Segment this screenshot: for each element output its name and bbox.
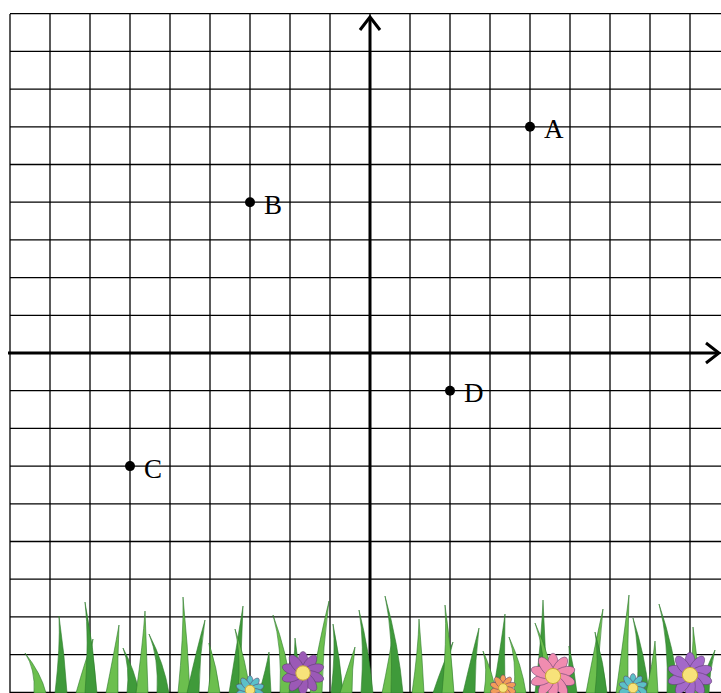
grid-line bbox=[10, 126, 721, 127]
flower bbox=[530, 653, 577, 693]
grid-line bbox=[10, 202, 721, 203]
point-label: A bbox=[543, 116, 565, 143]
flower-center bbox=[499, 684, 508, 693]
axis-arrow bbox=[360, 17, 380, 30]
flower-center bbox=[245, 685, 255, 693]
grid-line bbox=[10, 465, 721, 466]
grass-blade bbox=[331, 624, 343, 693]
grid-line bbox=[10, 616, 721, 617]
grass-blade bbox=[149, 634, 169, 693]
grass-blade bbox=[187, 620, 205, 693]
grass-blade bbox=[463, 628, 479, 693]
point-dot bbox=[245, 197, 255, 207]
flower-decoration bbox=[25, 595, 715, 693]
grid-line bbox=[10, 315, 721, 316]
grass-blade bbox=[178, 597, 190, 693]
grid-line bbox=[10, 13, 721, 14]
grass-blade bbox=[55, 616, 67, 693]
grass-blade bbox=[25, 653, 46, 693]
grid-line bbox=[10, 579, 721, 580]
grid-line bbox=[10, 428, 721, 429]
flower bbox=[667, 652, 714, 693]
grass-blade bbox=[106, 625, 119, 693]
point-label: C bbox=[143, 456, 163, 483]
grass-blade bbox=[359, 610, 373, 693]
grass-blade bbox=[442, 605, 454, 693]
grid-line bbox=[10, 51, 721, 52]
flower bbox=[235, 676, 264, 693]
grass-blade bbox=[85, 602, 97, 693]
grid-line bbox=[10, 503, 721, 504]
point-label: D bbox=[463, 380, 485, 407]
axes bbox=[8, 17, 719, 693]
grid-line bbox=[369, 14, 370, 693]
flower bbox=[281, 651, 325, 693]
flower bbox=[489, 675, 516, 693]
flower-center bbox=[545, 668, 560, 683]
x-axis bbox=[8, 352, 718, 355]
flower-center bbox=[296, 666, 310, 680]
grass-blade bbox=[412, 619, 424, 693]
axis-arrow bbox=[706, 343, 719, 363]
point-label: B bbox=[263, 192, 283, 219]
grass-blade bbox=[595, 632, 607, 693]
grass-blade bbox=[340, 647, 355, 693]
grid-line bbox=[10, 164, 721, 165]
grid-line bbox=[10, 541, 721, 542]
grid-line bbox=[10, 88, 721, 89]
point-dot bbox=[445, 386, 455, 396]
flower-center bbox=[628, 683, 638, 693]
grid-line bbox=[10, 239, 721, 240]
point-dot bbox=[525, 122, 535, 132]
grass-blade bbox=[385, 596, 403, 693]
grass-blade bbox=[136, 611, 148, 693]
grass-blade bbox=[208, 643, 220, 693]
flower-center bbox=[682, 667, 697, 682]
point-dot bbox=[125, 461, 135, 471]
y-axis bbox=[369, 18, 372, 693]
grass-blade bbox=[646, 641, 658, 693]
grid-line bbox=[10, 390, 721, 391]
grass-blade bbox=[123, 648, 139, 693]
flower bbox=[618, 674, 647, 693]
grid-line bbox=[10, 277, 721, 278]
